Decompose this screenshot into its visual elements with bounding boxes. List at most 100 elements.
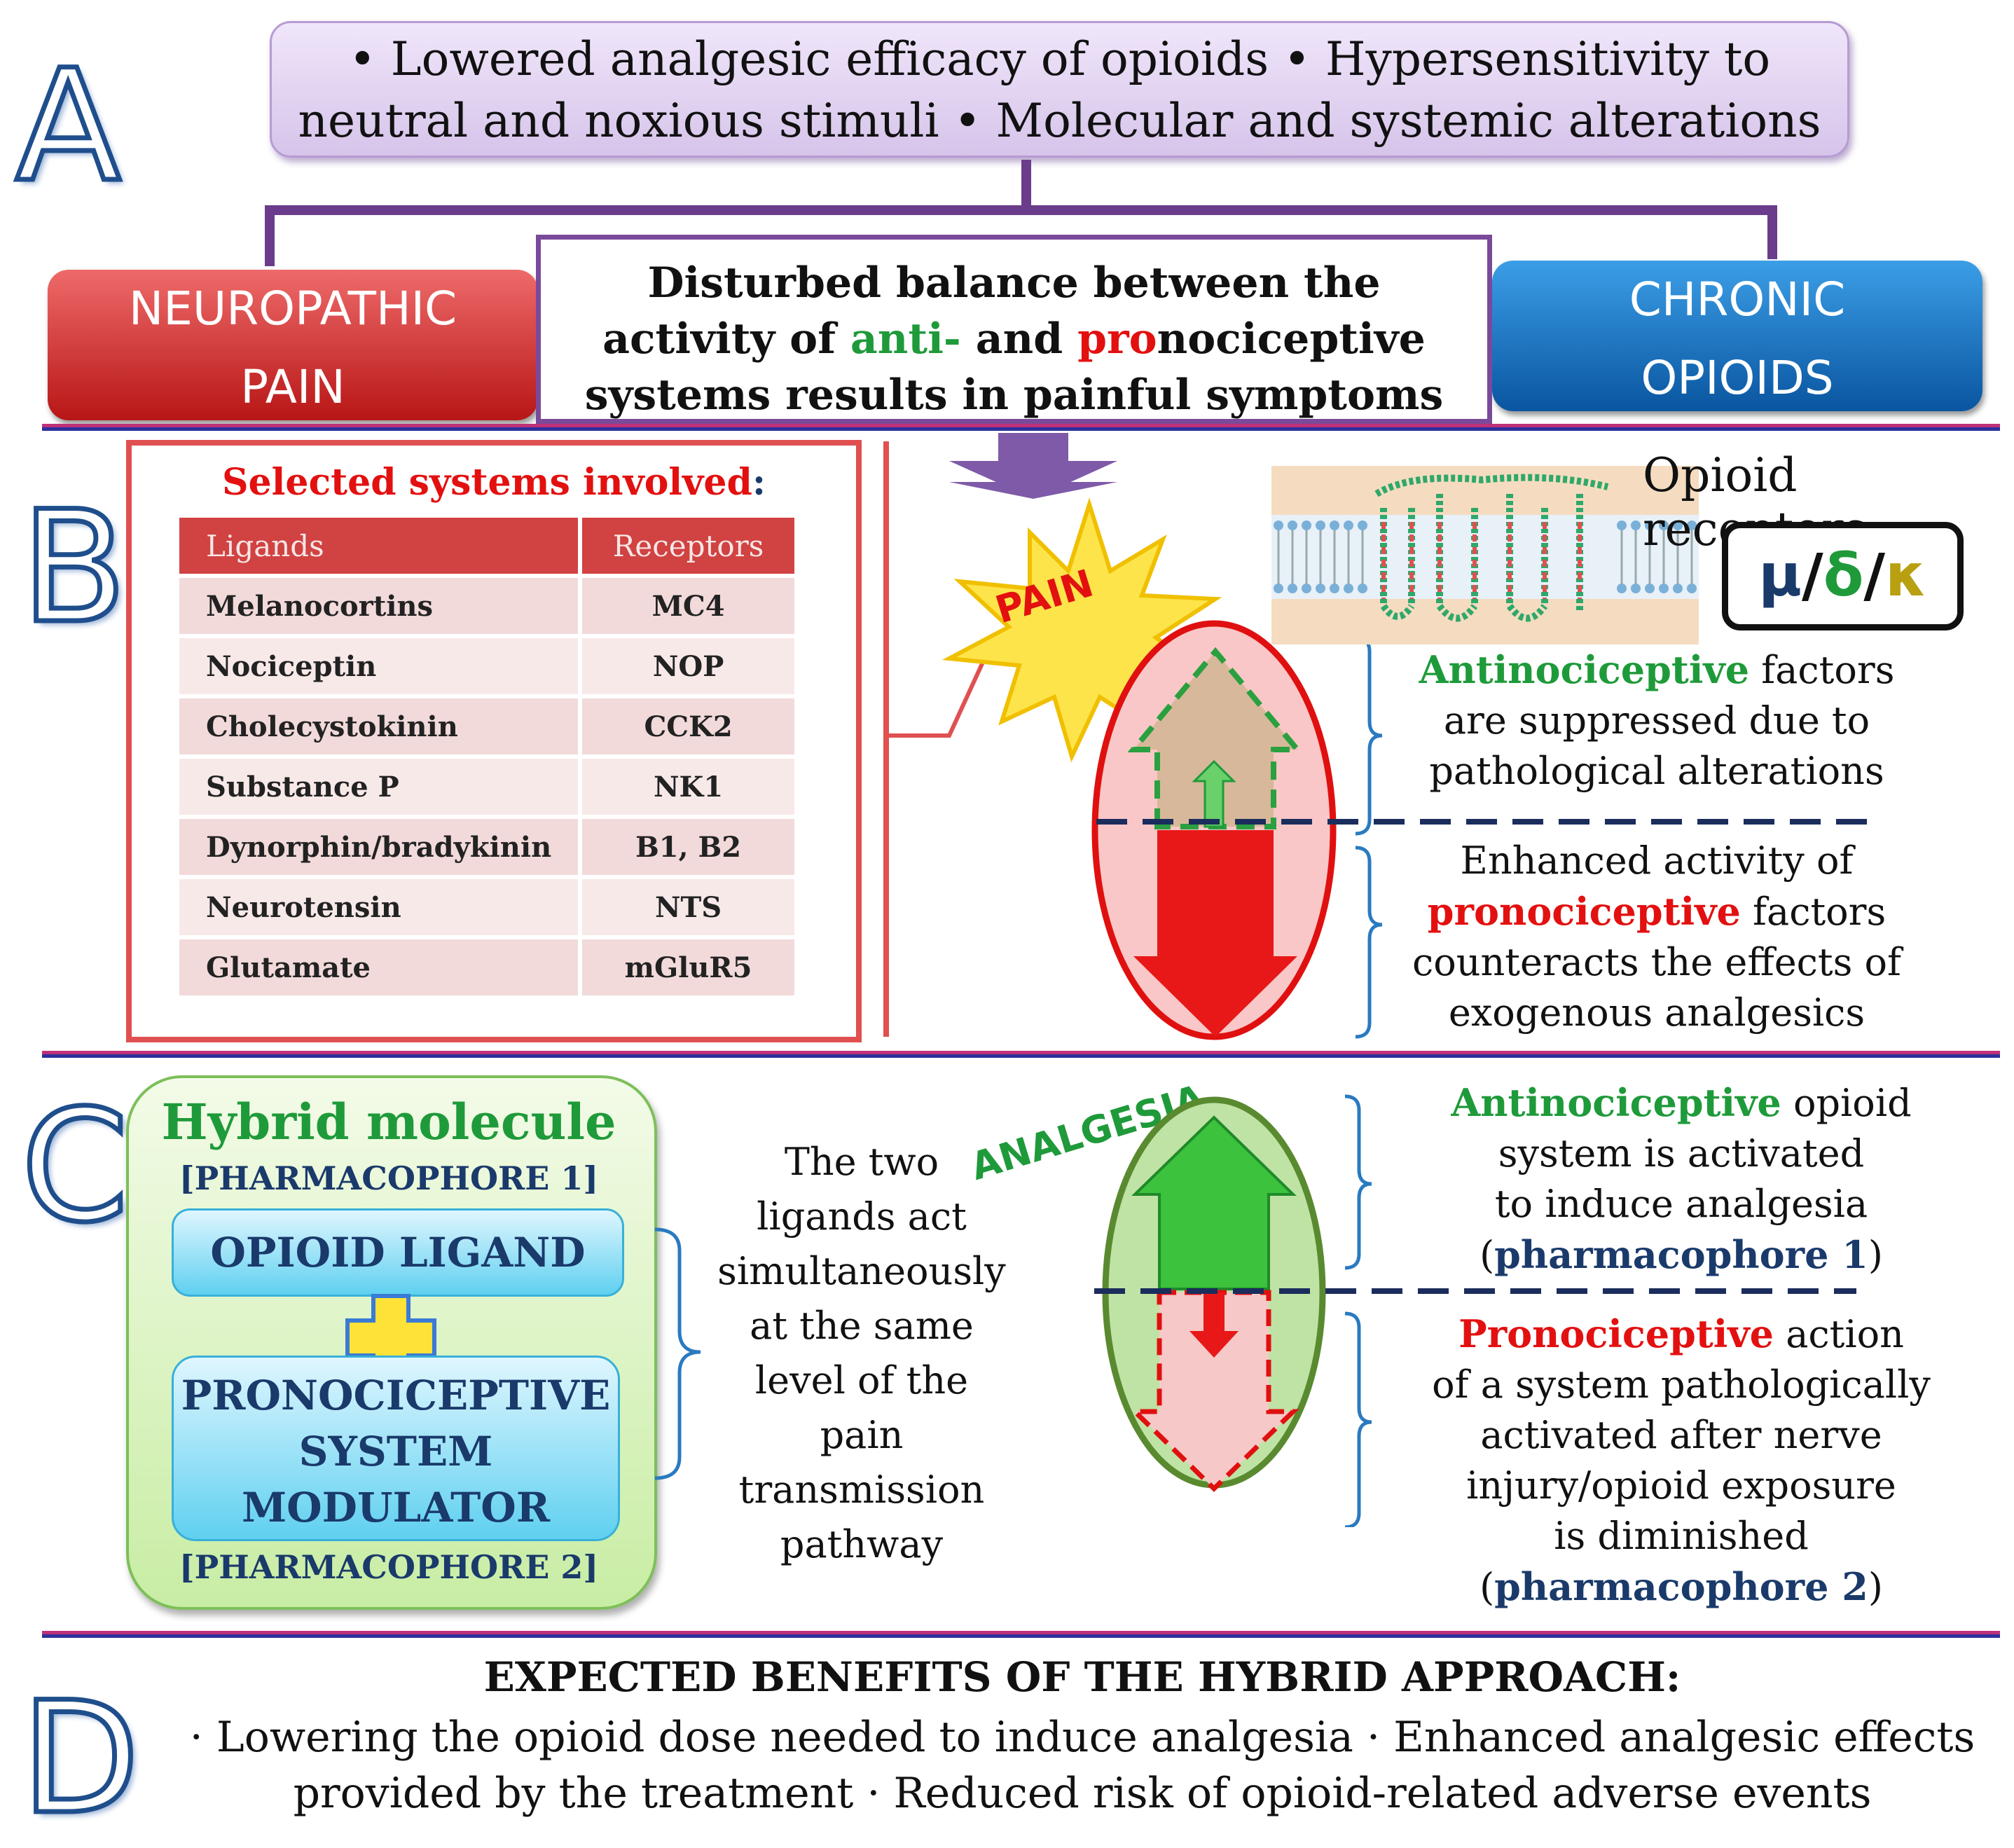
- brace-pro: [1355, 846, 1383, 1039]
- divider-a-b: [42, 424, 2000, 431]
- anti-b-line-1-rest: factors: [1749, 648, 1895, 692]
- pain-burst-icon: [942, 497, 1222, 763]
- mid-line-7: pathway: [780, 1522, 944, 1566]
- balance-line-2: activity of anti- and pronociceptive: [541, 311, 1487, 367]
- benefits-text: · Lowering the opioid dose needed to ind…: [161, 1709, 2003, 1821]
- ligand-cell: Cholecystokinin: [179, 698, 579, 754]
- anti-c-close: ): [1868, 1233, 1883, 1277]
- chronic-line-1: CHRONIC: [1629, 273, 1846, 326]
- pro-c-line-5: is diminished: [1554, 1514, 1809, 1558]
- slash-2: /: [1863, 541, 1886, 609]
- pro-b-line-3: counteracts the effects of: [1412, 940, 1901, 984]
- ligand-cell: Melanocortins: [179, 578, 579, 634]
- anti-suppressed-text: Antinociceptive factors are suppressed d…: [1377, 644, 1937, 797]
- anti-b-line-2: are suppressed due to: [1443, 698, 1870, 743]
- section-letter-b: B: [19, 478, 130, 657]
- pro-c-line-6: (pharmacophore 2): [1384, 1561, 1979, 1613]
- header-receptors: Receptors: [582, 518, 794, 574]
- opioid-ligand-box: OPIOID LIGAND: [172, 1208, 624, 1297]
- ligand-cell: Neurotensin: [179, 879, 579, 935]
- pro-diminished-text: Pronociceptive action of a system pathol…: [1384, 1309, 1979, 1613]
- simultaneous-text: The two ligands act simultaneously at th…: [697, 1135, 1026, 1572]
- mid-line-3: simultaneously: [717, 1249, 1006, 1293]
- divider-c-d: [42, 1631, 2000, 1638]
- receptor-cell: NK1: [582, 759, 794, 815]
- balance-line-3: systems results in painful symptoms: [584, 371, 1444, 420]
- pro-c-pharm: pharmacophore 2: [1494, 1564, 1868, 1609]
- slash-1: /: [1802, 541, 1823, 609]
- receptor-cell: MC4: [582, 578, 794, 634]
- pro-b-word: pronociceptive: [1427, 889, 1741, 934]
- mid-line-1: The two: [784, 1140, 939, 1184]
- anti-c-line-4: (pharmacophore 1): [1384, 1229, 1979, 1281]
- receptor-types-box: μ/δ/κ: [1722, 522, 1964, 630]
- mid-line-4: at the same: [750, 1304, 974, 1348]
- mid-line-6: pain transmission: [738, 1413, 985, 1512]
- anti-b-line-1: Antinociceptive factors: [1377, 644, 1937, 696]
- pain-connector: [886, 650, 990, 738]
- receptor-cell: NOP: [582, 638, 794, 694]
- pro-c-word: Pronociceptive: [1458, 1311, 1774, 1356]
- membrane-receptor-icon: [1271, 466, 1699, 644]
- receptor-cell: NTS: [582, 879, 794, 935]
- table-header-row: Ligands Receptors: [179, 518, 794, 574]
- balance-line-2-c: nociceptive: [1157, 315, 1426, 364]
- mid-line-2: ligands act: [757, 1194, 967, 1239]
- anti-c-open: (: [1480, 1233, 1495, 1277]
- anti-b-word: Antinociceptive: [1419, 647, 1750, 692]
- pro-c-close: ): [1868, 1565, 1883, 1609]
- pro-word: pro: [1077, 315, 1157, 364]
- balance-statement-box: Disturbed balance between the activity o…: [536, 235, 1492, 424]
- anti-c-line-1: Antinociceptive opioid: [1384, 1077, 1979, 1129]
- balance-line-2-b: and: [960, 315, 1078, 364]
- pro-c-line-3: activated after nerve: [1480, 1413, 1882, 1457]
- imbalance-ellipse: [1091, 620, 1337, 1040]
- anti-c-line-1-rest: opioid: [1781, 1081, 1912, 1125]
- pro-c-line-1: Pronociceptive action: [1384, 1309, 1979, 1360]
- hybrid-title: Hybrid molecule: [161, 1093, 616, 1151]
- brace-anti-c: [1344, 1094, 1372, 1270]
- pro-c-line-1-rest: action: [1774, 1312, 1904, 1356]
- ligand-cell: Substance P: [179, 759, 579, 815]
- ligand-cell: Glutamate: [179, 939, 579, 995]
- receptor-cell: B1, B2: [582, 819, 794, 875]
- brace-ligands: [654, 1227, 701, 1480]
- section-letter-a: A: [13, 36, 123, 216]
- systems-title-colon: :: [752, 461, 766, 504]
- anti-c-pharm: pharmacophore 1: [1494, 1232, 1868, 1277]
- pro-c-open: (: [1480, 1565, 1495, 1609]
- anti-c-word: Antinociceptive: [1451, 1080, 1781, 1125]
- pharmacophore-2-label: [PHARMACOPHORE 2]: [179, 1548, 599, 1586]
- pro-c-line-2: of a system pathologically: [1432, 1363, 1931, 1407]
- anti-activated-text: Antinociceptive opioid system is activat…: [1384, 1077, 1979, 1281]
- balanced-ellipse: [1102, 1096, 1326, 1492]
- effects-line-2: neutral and noxious stimuli • Molecular …: [298, 94, 1821, 148]
- section-letter-d: D: [18, 1669, 142, 1848]
- ligand-cell: Dynorphin/bradykinin: [179, 819, 579, 875]
- receptor-cell: CCK2: [582, 698, 794, 754]
- ligand-cell: Nociceptin: [179, 638, 579, 694]
- pro-b-line-2: pronociceptive factors: [1377, 886, 1937, 937]
- anti-c-line-2: system is activated: [1498, 1131, 1865, 1175]
- kappa-label: κ: [1885, 541, 1927, 609]
- balance-line-1: Disturbed balance between the: [647, 258, 1381, 308]
- connector-lines: [265, 160, 1777, 266]
- neuropathic-line-1: NEUROPATHIC: [128, 282, 457, 336]
- section-letter-c: C: [19, 1077, 132, 1256]
- pro-enhanced-text: Enhanced activity of pronociceptive fact…: [1377, 836, 1937, 1038]
- header-ligands: Ligands: [179, 518, 579, 574]
- pro-c-line-4: injury/opioid exposure: [1466, 1463, 1896, 1508]
- pronociceptive-modulator-box: PRONOCICEPTIVE SYSTEM MODULATOR: [172, 1356, 620, 1541]
- chronic-opioids-box: CHRONIC OPIOIDS: [1492, 261, 1982, 411]
- mid-line-5: level of the: [754, 1358, 969, 1402]
- pro-b-line-1: Enhanced activity of: [1460, 839, 1854, 883]
- pharmacophore-1-label: [PHARMACOPHORE 1]: [179, 1159, 599, 1197]
- down-arrow-icon: [949, 433, 1117, 499]
- systems-panel: Selected systems involved: Ligands Recep…: [126, 440, 862, 1042]
- chronic-line-2: OPIOIDS: [1641, 351, 1834, 405]
- benefits-line-1: · Lowering the opioid dose needed to ind…: [189, 1713, 1975, 1762]
